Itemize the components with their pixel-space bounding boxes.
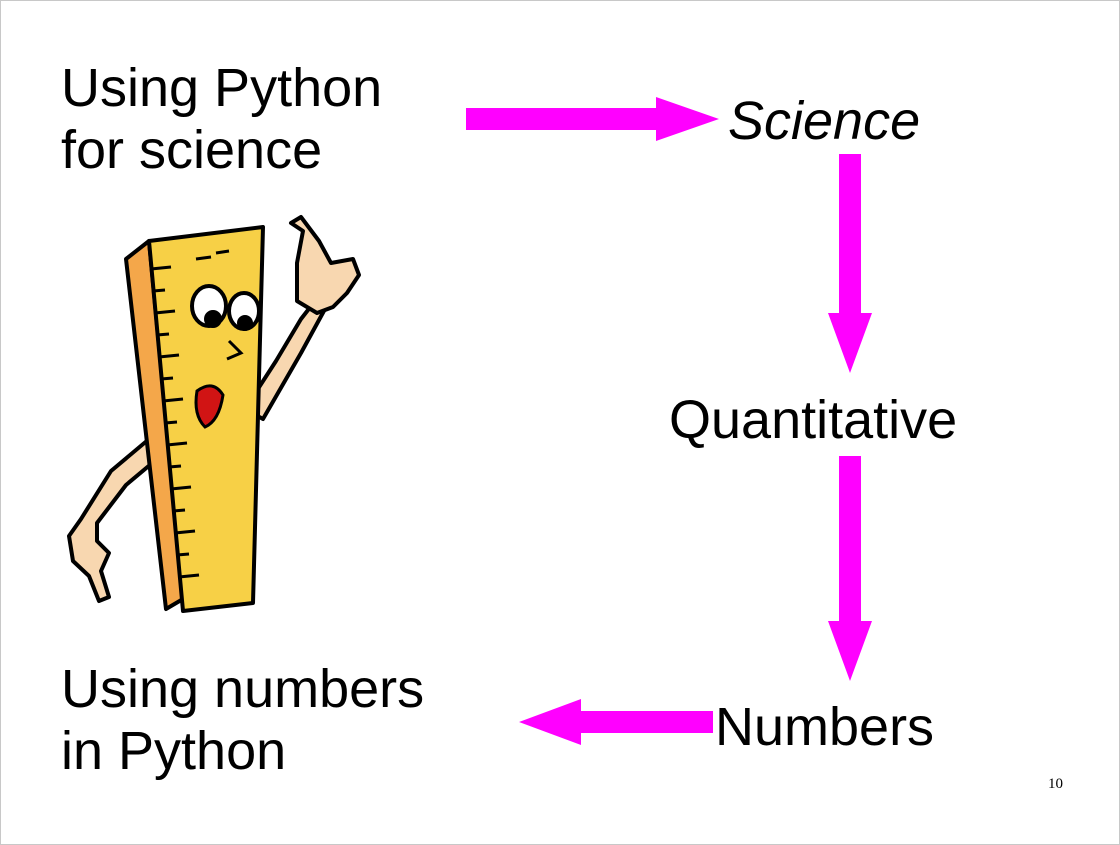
- ruler-mouth: [194, 384, 225, 429]
- step-numbers: Numbers: [715, 697, 935, 757]
- ruler-pointing-hand: [289, 215, 361, 315]
- ruler-left-arm: [67, 427, 171, 603]
- ruler-nose: [226, 339, 244, 361]
- conclusion-text: Using numbers in Python: [61, 658, 424, 782]
- ruler-ticks: [150, 249, 230, 579]
- page-number: 10: [1048, 776, 1063, 792]
- title-line-1: Using Python: [61, 58, 383, 118]
- arrow-quantitative-to-numbers: [828, 456, 872, 681]
- step-science: Science: [728, 91, 921, 151]
- arrow-science-to-quantitative: [828, 154, 872, 373]
- ruler-eyes: [190, 284, 261, 331]
- arrow-title-to-science: [466, 97, 719, 141]
- title-line-2: for science: [61, 120, 323, 180]
- conclusion-line-1: Using numbers: [61, 659, 425, 719]
- arrow-numbers-to-conclusion: [519, 699, 713, 745]
- conclusion-line-2: in Python: [61, 721, 287, 781]
- step-quantitative: Quantitative: [669, 390, 958, 450]
- slide-title: Using Python for science: [61, 57, 382, 181]
